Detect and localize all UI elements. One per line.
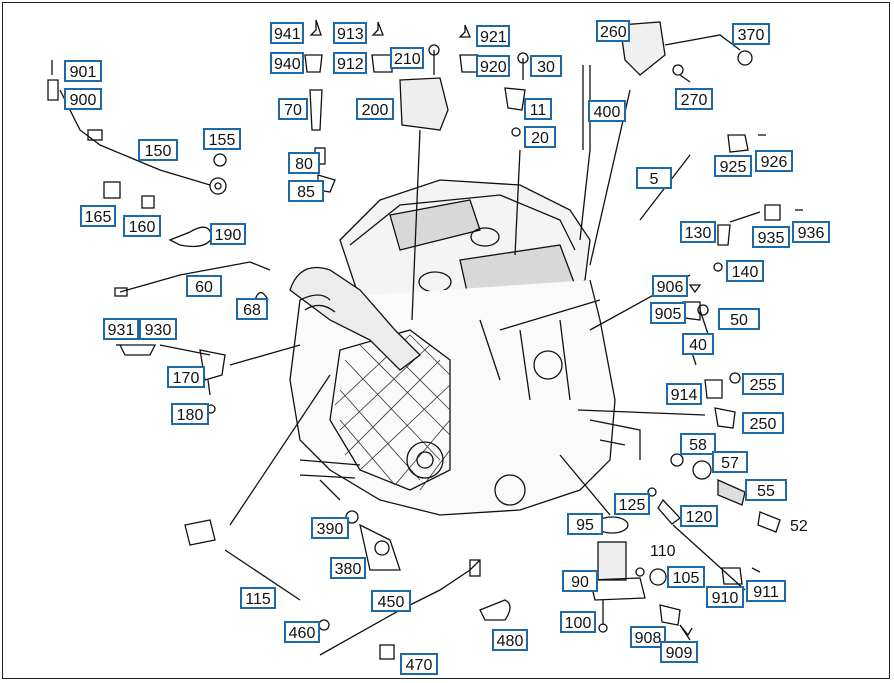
callout-190: 190 bbox=[210, 223, 246, 245]
callout-930: 930 bbox=[139, 318, 177, 340]
callout-170: 170 bbox=[167, 366, 205, 388]
callout-370: 370 bbox=[732, 23, 770, 45]
callout-400: 400 bbox=[588, 100, 626, 122]
callout-20: 20 bbox=[524, 126, 556, 148]
callout-90: 90 bbox=[562, 570, 598, 592]
callout-925: 925 bbox=[714, 155, 752, 177]
callout-935: 935 bbox=[752, 226, 790, 248]
callout-100: 100 bbox=[560, 611, 596, 633]
callout-931: 931 bbox=[103, 318, 139, 340]
timing-cover bbox=[329, 329, 451, 491]
callout-110: 110 bbox=[650, 543, 676, 560]
callout-908: 908 bbox=[630, 626, 666, 648]
callout-165: 165 bbox=[80, 205, 116, 227]
callout-255: 255 bbox=[742, 373, 784, 395]
callout-909: 909 bbox=[660, 641, 698, 663]
callout-926: 926 bbox=[755, 150, 793, 172]
callout-936: 936 bbox=[792, 221, 830, 243]
callout-85: 85 bbox=[288, 180, 324, 202]
callout-900: 900 bbox=[64, 88, 102, 110]
callout-941: 941 bbox=[270, 22, 304, 44]
callout-905: 905 bbox=[650, 302, 686, 324]
callout-470: 470 bbox=[400, 653, 438, 675]
callout-380: 380 bbox=[330, 557, 366, 579]
callout-40: 40 bbox=[682, 333, 714, 355]
callout-460: 460 bbox=[284, 621, 320, 643]
callout-910: 910 bbox=[706, 586, 744, 608]
callout-180: 180 bbox=[171, 403, 209, 425]
callout-140: 140 bbox=[726, 260, 764, 282]
callout-70: 70 bbox=[278, 98, 308, 120]
callout-150: 150 bbox=[138, 139, 178, 161]
callout-57: 57 bbox=[712, 451, 748, 473]
callout-120: 120 bbox=[680, 505, 718, 527]
callout-130: 130 bbox=[680, 221, 716, 243]
callout-200: 200 bbox=[356, 98, 394, 120]
callout-52: 52 bbox=[790, 518, 808, 535]
callout-68: 68 bbox=[236, 298, 268, 320]
callout-270: 270 bbox=[675, 88, 713, 110]
callout-60: 60 bbox=[186, 275, 222, 297]
callout-450: 450 bbox=[371, 590, 411, 612]
callout-920: 920 bbox=[476, 55, 510, 77]
callout-913: 913 bbox=[333, 22, 367, 44]
callout-58: 58 bbox=[680, 433, 716, 455]
callout-901: 901 bbox=[64, 60, 102, 82]
callout-390: 390 bbox=[311, 517, 349, 539]
callout-50: 50 bbox=[718, 308, 760, 330]
callout-912: 912 bbox=[333, 52, 367, 74]
callout-210: 210 bbox=[390, 47, 424, 69]
callout-906: 906 bbox=[652, 275, 688, 297]
callout-921: 921 bbox=[476, 25, 510, 47]
callout-11: 11 bbox=[524, 98, 552, 120]
callout-30: 30 bbox=[530, 55, 562, 77]
callout-105: 105 bbox=[667, 566, 705, 588]
callout-125: 125 bbox=[614, 493, 650, 515]
callout-911: 911 bbox=[746, 580, 786, 602]
callout-914: 914 bbox=[666, 383, 702, 405]
intake-pipe bbox=[289, 266, 421, 371]
callout-55: 55 bbox=[745, 479, 787, 501]
cover-texture-left bbox=[389, 199, 481, 251]
callout-940: 940 bbox=[270, 52, 304, 74]
callout-260: 260 bbox=[596, 20, 630, 42]
callout-5: 5 bbox=[636, 167, 672, 189]
callout-160: 160 bbox=[123, 215, 161, 237]
callout-95: 95 bbox=[567, 513, 603, 535]
callout-80: 80 bbox=[288, 152, 320, 174]
callout-480: 480 bbox=[492, 629, 528, 651]
callout-250: 250 bbox=[742, 412, 784, 434]
callout-155: 155 bbox=[203, 128, 241, 150]
callout-115: 115 bbox=[240, 587, 276, 609]
